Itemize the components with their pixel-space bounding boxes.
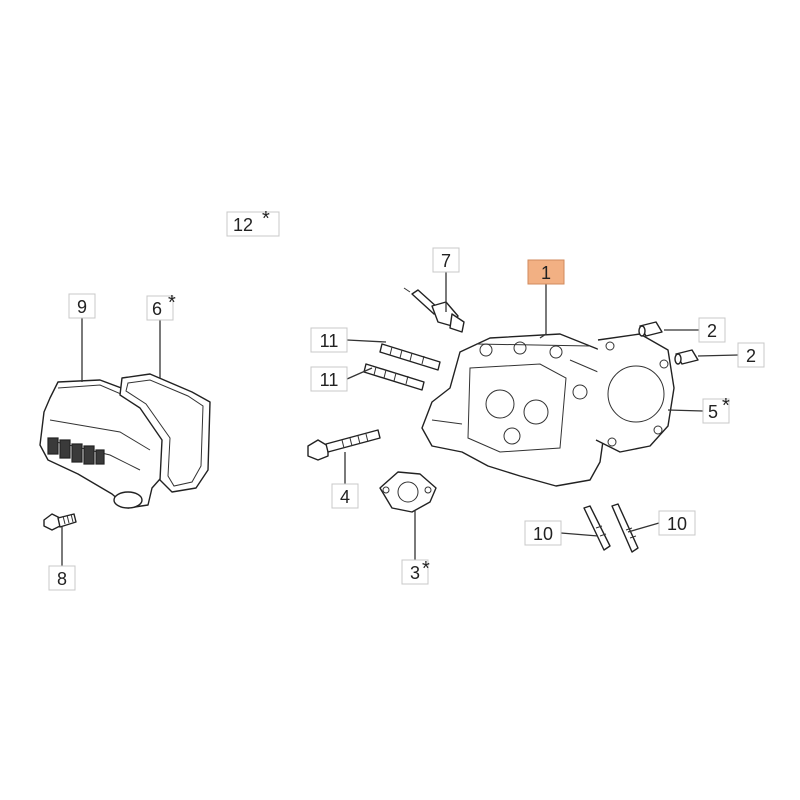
callout-label-5: 5: [708, 402, 718, 422]
callout-label-11b: 11: [320, 370, 339, 390]
callout-label-9: 9: [77, 297, 87, 317]
callout-2b: 2: [737, 342, 765, 368]
callout-12: 12 *: [226, 208, 280, 237]
callout-star-6: *: [168, 292, 176, 314]
valve-cover-gasket-part: [119, 373, 211, 493]
spark-plug-part: [403, 287, 465, 333]
callout-label-7: 7: [441, 251, 451, 271]
callout-9: 9: [68, 293, 96, 319]
callout-box-1: [527, 259, 565, 285]
callout-1: 1: [527, 259, 565, 285]
callout-label-1: 1: [541, 263, 551, 283]
callout-6: 6 *: [146, 292, 176, 321]
callout-2a: 2: [698, 317, 726, 343]
callout-4: 4: [331, 483, 359, 509]
long-studs-part: [363, 343, 441, 391]
callout-10b: 10: [658, 510, 696, 536]
small-gasket-part: [379, 471, 437, 513]
callout-label-6: 6: [152, 299, 162, 319]
callout-10a: 10: [524, 520, 562, 546]
flange-bolt-part: [307, 429, 381, 461]
callout-star-12: *: [262, 208, 270, 230]
dowel-pins-part: [638, 321, 699, 365]
callout-label-11a: 11: [320, 331, 339, 351]
bolt-8-part: [43, 513, 77, 531]
callout-star-5: *: [722, 395, 730, 417]
callout-5: 5 *: [702, 395, 730, 424]
short-studs-part: [583, 503, 639, 553]
callout-label-8: 8: [57, 569, 67, 589]
callout-label-10b: 10: [667, 514, 687, 534]
callout-label-10a: 10: [533, 524, 553, 544]
head-gasket-part: [595, 333, 675, 453]
callout-label-4: 4: [340, 487, 350, 507]
callout-label-3: 3: [410, 563, 420, 583]
callout-label-2a: 2: [707, 321, 717, 341]
callout-11a: 11: [310, 327, 348, 353]
callout-8: 8: [48, 565, 76, 591]
callout-label-2b: 2: [746, 346, 756, 366]
callout-3: 3 *: [401, 558, 430, 585]
leader-lines: [61, 272, 739, 566]
callout-label-12: 12: [233, 215, 253, 235]
callout-7: 7: [432, 247, 460, 273]
cylinder-head-part: [421, 333, 613, 487]
callout-star-3: *: [422, 558, 430, 580]
callout-11b: 11: [310, 366, 348, 392]
